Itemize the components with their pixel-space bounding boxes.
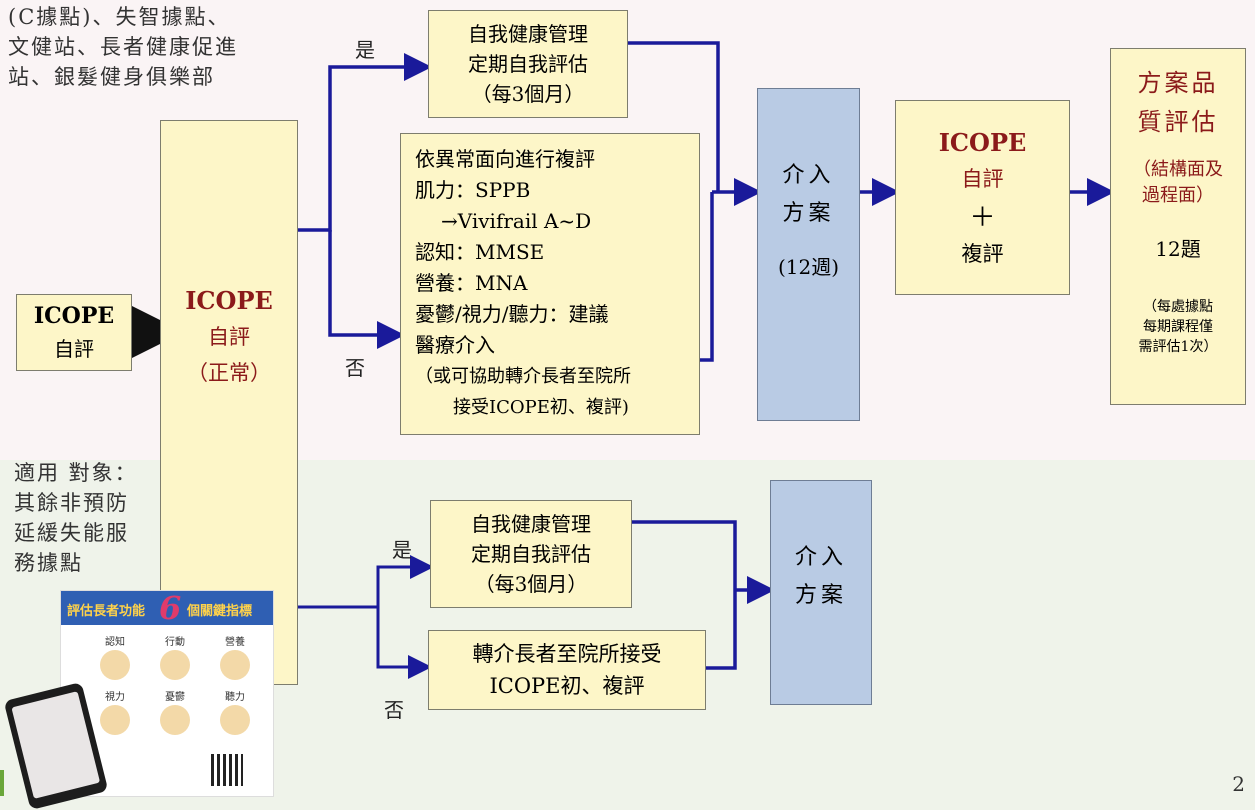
- page-number: 2: [1232, 772, 1245, 796]
- top-no-label: 否: [345, 356, 365, 380]
- bottom-no-merge: [706, 590, 737, 670]
- bottom-intervention-box: 介入 方案: [770, 480, 872, 705]
- poster-cell: 憂鬱: [145, 688, 205, 737]
- poster-cell: 視力: [85, 688, 145, 737]
- quality-evaluation-box: 方案品 質評估 （結構面及 過程面） 12題 （每處據點 每期課程僅 需評估1次…: [1110, 48, 1246, 405]
- icope-review-box: ICOPE 自評 ＋ 複評: [895, 100, 1070, 295]
- top-self-mgmt-line1: 自我健康管理: [468, 22, 588, 46]
- poster-cell: 行動: [145, 633, 205, 682]
- poster-suffix: 個關鍵指標: [187, 604, 253, 619]
- referral-line2: ICOPE初、複評: [489, 674, 645, 698]
- quality-line8: 需評估1次）: [1138, 339, 1218, 355]
- poster-cell: 聽力: [205, 688, 265, 737]
- normal-box-title: ICOPE: [185, 286, 273, 315]
- start-icope-box: ICOPE 自評: [16, 294, 132, 371]
- review-line2: 自評: [961, 166, 1004, 191]
- top-intervention-line2: 方案: [782, 201, 835, 226]
- poster-header: 評估長者功能 6 個關鍵指標: [61, 589, 273, 627]
- bottom-self-management-box: 自我健康管理 定期自我評估 （每3個月）: [430, 500, 632, 608]
- bottom-yes-label: 是: [392, 538, 412, 562]
- quality-line1: 方案品: [1137, 69, 1219, 97]
- top-no-arrow: [328, 230, 405, 349]
- bottom-no-arrow: [376, 607, 432, 679]
- reassessment-box: 依異常面向進行複評 肌力：SPPB →Vivifrail A~D 認知：MMSE…: [400, 133, 700, 435]
- poster-grid: 認知 行動 營養 視力 憂鬱 聽力: [85, 633, 265, 737]
- normal-box-paren: （正常）: [187, 361, 271, 385]
- quality-line5: 12題: [1155, 237, 1201, 261]
- reassess-line8: （或可協助轉介長者至院所: [415, 366, 631, 387]
- bottom-no-label: 否: [384, 698, 404, 722]
- bottom-yes-arrow: [298, 555, 434, 609]
- reassess-line7: 醫療介入: [415, 333, 495, 357]
- quality-line6: （每處據點: [1143, 299, 1213, 315]
- slide-accent-mark: [0, 770, 4, 796]
- bottom-self-mgmt-line3: （每3個月）: [474, 572, 588, 596]
- review-line4: 複評: [961, 241, 1004, 266]
- bottom-self-mgmt-line2: 定期自我評估: [471, 542, 591, 566]
- quality-line2: 質評估: [1137, 108, 1219, 136]
- poster-title: 評估長者功能: [67, 604, 146, 619]
- top-self-management-box: 自我健康管理 定期自我評估 （每3個月）: [428, 10, 628, 118]
- top-intervention-line3: (12週): [777, 255, 840, 279]
- quality-line4: 過程面）: [1142, 185, 1214, 206]
- top-yes-label: 是: [355, 38, 375, 62]
- top-self-mgmt-line3: （每3個月）: [471, 82, 585, 106]
- bottom-intervention-line2: 方案: [794, 583, 847, 608]
- top-intervention-box: 介入 方案 (12週): [757, 88, 860, 421]
- bottom-self-mgmt-line1: 自我健康管理: [471, 512, 591, 536]
- qr-code-icon: [211, 754, 243, 786]
- start-box-title: ICOPE: [33, 303, 115, 329]
- referral-line1: 轉介長者至院所接受: [472, 642, 662, 666]
- review-title: ICOPE: [938, 127, 1027, 157]
- reassess-line9: 接受ICOPE初、複評): [453, 397, 629, 418]
- reassess-line1: 依異常面向進行複評: [415, 147, 595, 171]
- start-box-sub: 自評: [54, 337, 94, 361]
- review-plus: ＋: [969, 202, 996, 233]
- top-intervention-line1: 介入: [782, 163, 835, 188]
- top-no-merge: [700, 192, 714, 362]
- poster-number: 6: [159, 589, 182, 627]
- normal-box-sub: 自評: [208, 325, 250, 349]
- quality-line3: （結構面及: [1133, 159, 1223, 180]
- bottom-referral-box: 轉介長者至院所接受 ICOPE初、複評: [428, 630, 706, 710]
- reassess-line4: 認知：MMSE: [415, 240, 545, 264]
- top-target-note: (C據點)、失智據點、 文健站、長者健康促進 站、銀髮健身俱樂部: [8, 5, 238, 89]
- bottom-target-note: 適用 對象： 其餘非預防 延緩失能服 務據點: [14, 461, 138, 575]
- poster-cell: 認知: [85, 633, 145, 682]
- bottom-intervention-line1: 介入: [794, 545, 847, 570]
- bottom-yes-merge: [632, 520, 737, 590]
- top-yes-merge: [628, 41, 720, 192]
- reassess-line2: 肌力：SPPB: [415, 178, 531, 202]
- reassess-line3: →Vivifrail A~D: [441, 209, 592, 233]
- top-yes-arrow: [298, 53, 432, 232]
- top-self-mgmt-line2: 定期自我評估: [468, 52, 588, 76]
- reassess-line5: 營養：MNA: [415, 271, 528, 295]
- poster-cell: 營養: [205, 633, 265, 682]
- reassess-line6: 憂鬱/視力/聽力：建議: [415, 302, 609, 326]
- quality-line7: 每期課程僅: [1143, 319, 1213, 335]
